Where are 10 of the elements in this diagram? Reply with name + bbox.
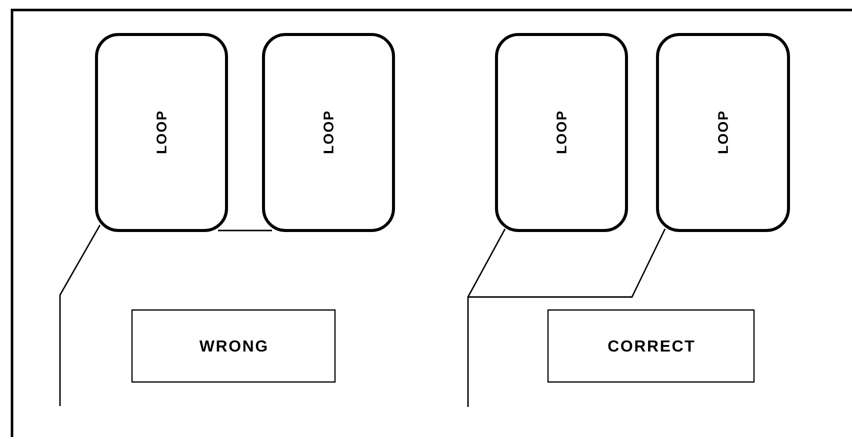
wire — [218, 230, 272, 232]
label-box: CORRECT — [547, 309, 755, 383]
wire — [59, 224, 101, 406]
loop-box: LOOP — [495, 33, 628, 232]
wire — [468, 228, 666, 298]
label-box: WRONG — [131, 309, 336, 383]
loop-box: LOOP — [95, 33, 228, 232]
loop-box: LOOP — [656, 33, 790, 232]
wire — [467, 228, 506, 407]
loop-box: LOOP — [262, 33, 395, 232]
